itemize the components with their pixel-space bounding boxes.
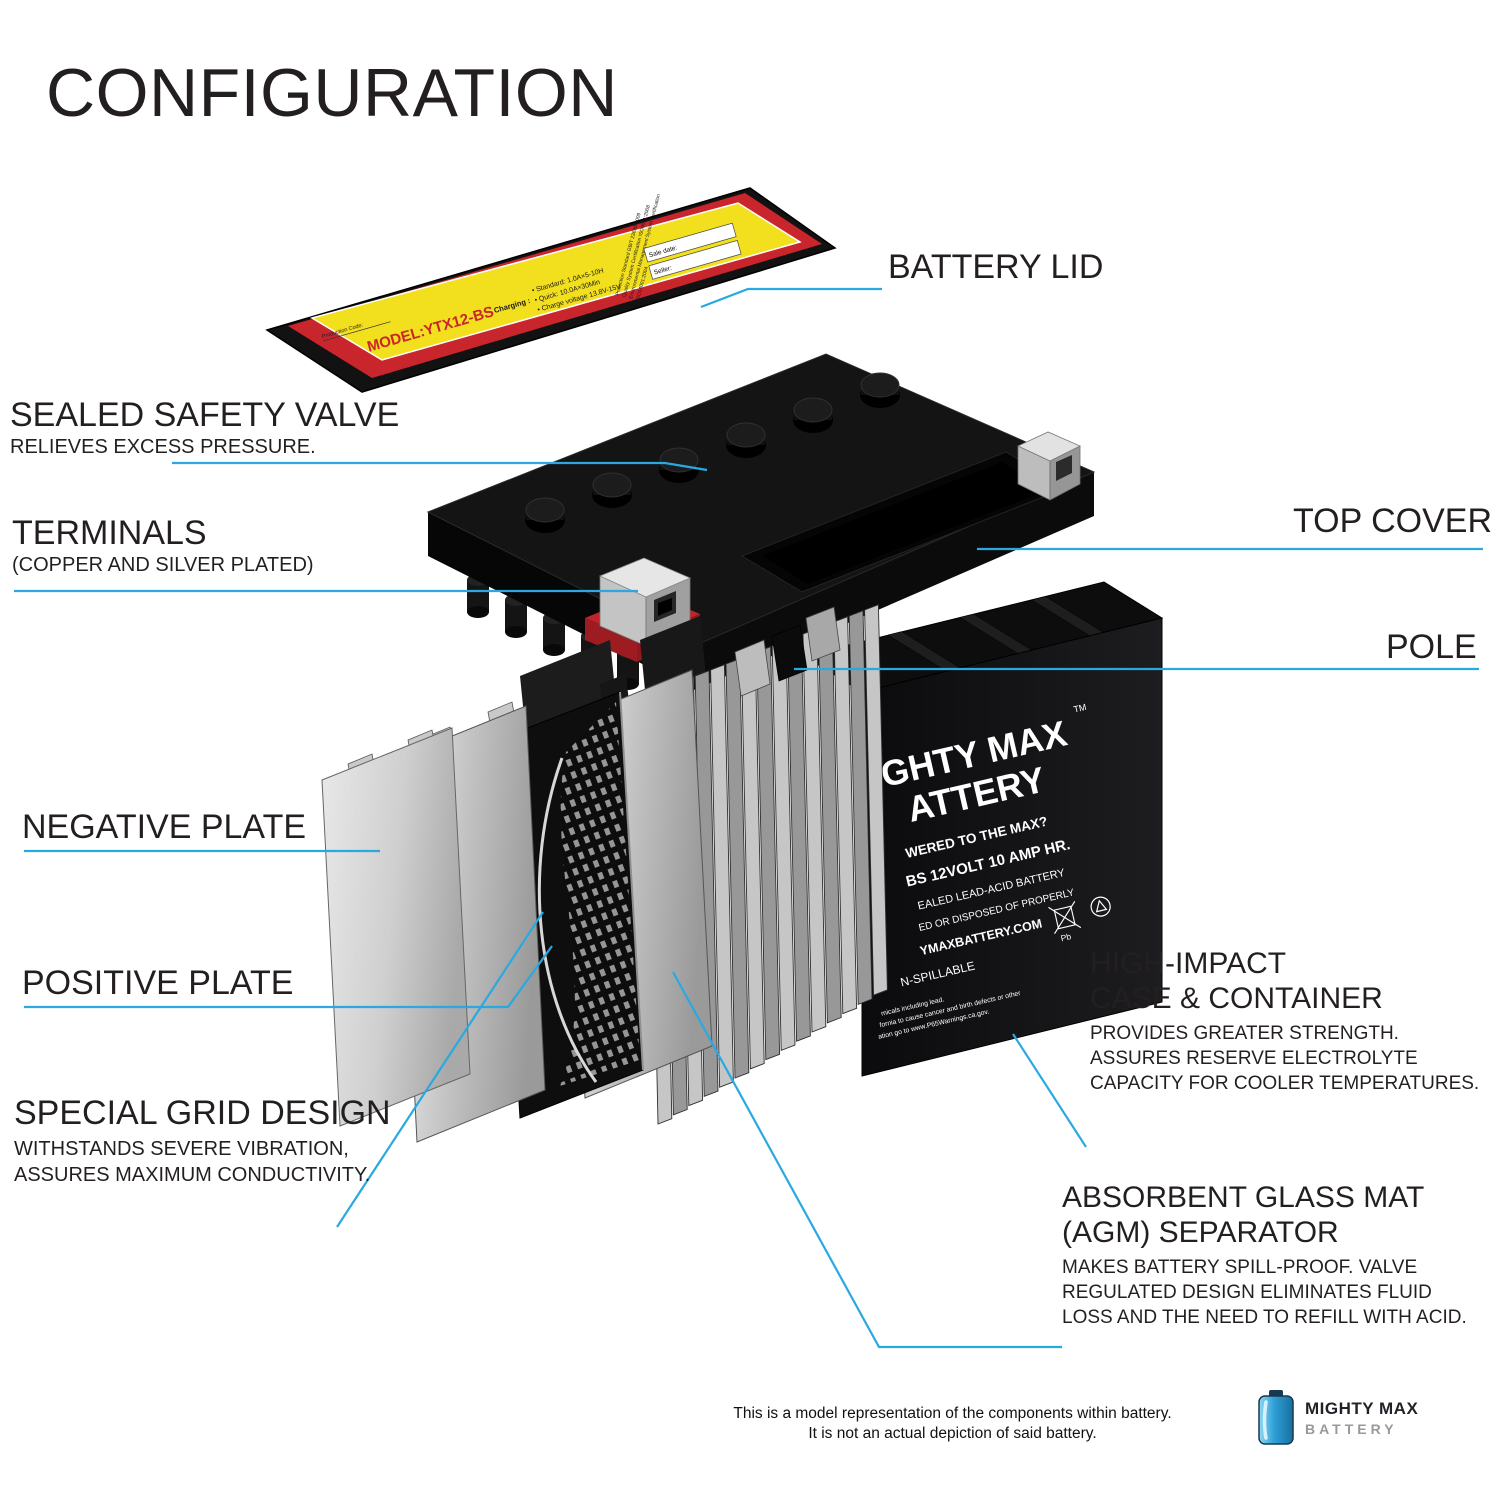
callout-terminals: TERMINALS (COPPER AND SILVER PLATED): [12, 514, 314, 578]
callout-positive-plate: POSITIVE PLATE: [22, 964, 294, 1002]
callout-pole: POLE: [1386, 628, 1477, 666]
callout-case-desc3: CAPACITY FOR COOLER TEMPERATURES.: [1090, 1072, 1480, 1094]
callout-negative-plate-title: NEGATIVE PLATE: [22, 808, 307, 846]
callout-case-desc2: ASSURES RESERVE ELECTROLYTE: [1090, 1047, 1418, 1069]
battery-case-part: GHTY MAX TM ATTERY WERED TO THE MAX? BS …: [802, 581, 1164, 1077]
separator-fin: [833, 616, 858, 1015]
callout-battery-lid-title: BATTERY LID: [888, 248, 1104, 286]
callout-line-sealed-safety-valve: [172, 461, 708, 472]
disclaimer-line2: It is not an actual depiction of said ba…: [808, 1425, 1097, 1443]
battery-icon: [1258, 1390, 1294, 1445]
separator-fin: [756, 646, 781, 1061]
callout-agm-desc1: MAKES BATTERY SPILL-PROOF. VALVE: [1062, 1256, 1418, 1278]
callout-terminals-title: TERMINALS: [12, 514, 207, 552]
callout-line-high-impact-case: [1012, 1033, 1087, 1148]
callout-sealed-safety-valve: SEALED SAFETY VALVE RELIEVES EXCESS PRES…: [10, 396, 400, 460]
callout-special-grid-desc2: ASSURES MAXIMUM CONDUCTIVITY.: [14, 1163, 371, 1186]
callout-line-special-grid: [336, 911, 544, 1228]
callout-valve-desc: RELIEVES EXCESS PRESSURE.: [10, 435, 316, 458]
callout-special-grid-title: SPECIAL GRID DESIGN: [14, 1094, 391, 1132]
callout-terminals-desc: (COPPER AND SILVER PLATED): [12, 553, 314, 576]
callout-agm-desc3: LOSS AND THE NEED TO REFILL WITH ACID.: [1062, 1306, 1467, 1328]
page-title: CONFIGURATION: [46, 55, 618, 131]
callout-case-title2: CASE & CONTAINER: [1090, 982, 1383, 1016]
separator-fin: [848, 610, 873, 1006]
case-tm: TM: [1073, 702, 1088, 715]
lid-seller: Seller:: [653, 265, 673, 277]
recycle-icon: [1090, 896, 1111, 917]
callout-positive-plate-title: POSITIVE PLATE: [22, 964, 294, 1002]
filler-plugs: [525, 372, 900, 533]
callout-agm-desc2: REGULATED DESIGN ELIMINATES FLUID: [1062, 1281, 1432, 1303]
callout-battery-lid: BATTERY LID: [888, 248, 1104, 286]
separator-fin: [725, 658, 750, 1079]
callout-agm-title2: (AGM) SEPARATOR: [1062, 1216, 1339, 1250]
logo-line2: BATTERY: [1305, 1421, 1398, 1437]
mighty-max-logo: MIGHTY MAX BATTERY: [1256, 1390, 1418, 1446]
callout-high-impact-case: HIGH-IMPACT CASE & CONTAINER PROVIDES GR…: [1090, 946, 1479, 1096]
callout-case-title1: HIGH-IMPACT: [1090, 947, 1287, 980]
callout-valve-title: SEALED SAFETY VALVE: [10, 396, 400, 434]
callout-line-battery-lid: [700, 287, 882, 309]
callout-agm-title1: ABSORBENT GLASS MAT: [1062, 1181, 1425, 1214]
battery-lid-part: MODEL:YTX12-BS Charging : • Standard: 1.…: [265, 187, 837, 393]
callout-lines: [14, 287, 1483, 1349]
callout-line-positive-plate: [24, 945, 553, 1009]
callout-pole-title: POLE: [1386, 628, 1477, 666]
callout-top-cover-title: TOP COVER: [1293, 502, 1493, 540]
logo-line1: MIGHTY MAX: [1305, 1399, 1419, 1418]
callout-negative-plate: NEGATIVE PLATE: [22, 808, 307, 846]
terminal-back: [1017, 431, 1081, 501]
callout-agm-separator: ABSORBENT GLASS MAT (AGM) SEPARATOR MAKE…: [1062, 1180, 1467, 1330]
callout-line-agm-separator: [672, 971, 1062, 1349]
disclaimer-line1: This is a model representation of the co…: [733, 1405, 1172, 1422]
callout-top-cover: TOP COVER: [1293, 502, 1493, 540]
pb-text: Pb: [1060, 931, 1073, 943]
logo-text: MIGHTY MAX BATTERY: [1305, 1399, 1418, 1437]
callout-case-desc1: PROVIDES GREATER STRENGTH.: [1090, 1022, 1399, 1044]
pole-and-straps: [734, 606, 841, 697]
callout-special-grid: SPECIAL GRID DESIGN WITHSTANDS SEVERE VI…: [14, 1094, 391, 1188]
separator-fin: [864, 604, 888, 996]
footer-disclaimer: This is a model representation of the co…: [660, 1404, 1245, 1444]
negative-plate-part: [321, 727, 471, 1127]
pb-crossed-bin-icon: Pb: [1048, 901, 1082, 943]
callout-special-grid-desc1: WITHSTANDS SEVERE VIBRATION,: [14, 1137, 349, 1160]
